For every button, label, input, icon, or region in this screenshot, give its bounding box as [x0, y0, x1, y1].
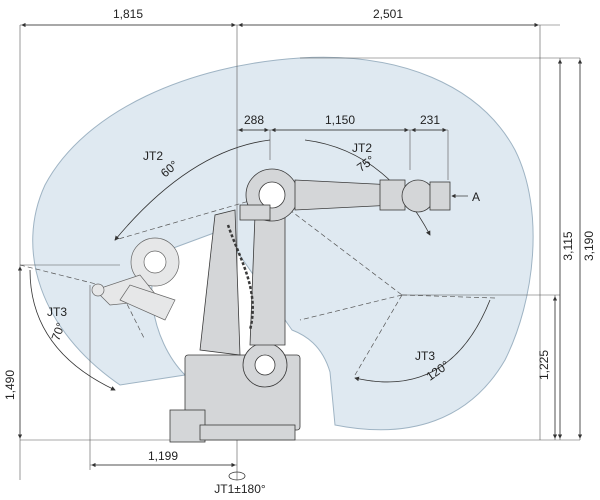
- jt3-left-label: JT3: [47, 305, 67, 319]
- dim-height-total: 3,190: [582, 231, 596, 261]
- jt2-left-label: JT2: [143, 149, 163, 163]
- dim-height-left: 1,490: [3, 370, 17, 400]
- robot-shoulder: [239, 168, 299, 222]
- dimension-arrows: [17, 22, 583, 468]
- dim-height-reach: 3,115: [561, 231, 575, 260]
- robot-lower-arm: [199, 209, 286, 356]
- jt3-right-label: JT3: [415, 349, 435, 363]
- robot-base: [169, 342, 301, 443]
- jt3-left-angle: 70°: [49, 321, 68, 343]
- jt1-label: JT1±180°: [214, 482, 266, 496]
- view-marker-a: A: [472, 190, 480, 204]
- robot-wrist: [401, 179, 451, 213]
- dim-arm-segment-1: 288: [244, 113, 264, 127]
- dim-arm-segment-3: 231: [420, 113, 440, 127]
- jt2-right-label: JT2: [352, 141, 372, 155]
- dim-top-right: 2,501: [373, 7, 403, 21]
- dim-bottom-reach: 1,199: [148, 449, 178, 463]
- dim-height-jt3: 1,225: [537, 350, 551, 380]
- jt1-rotation-icon: [228, 471, 246, 481]
- dim-arm-segment-2: 1,150: [325, 113, 355, 127]
- angle-arcs: [29, 139, 491, 391]
- dim-top-left: 1,815: [113, 7, 143, 21]
- robot-ghost-arm: [91, 237, 180, 321]
- robot-upper-arm: [294, 179, 406, 211]
